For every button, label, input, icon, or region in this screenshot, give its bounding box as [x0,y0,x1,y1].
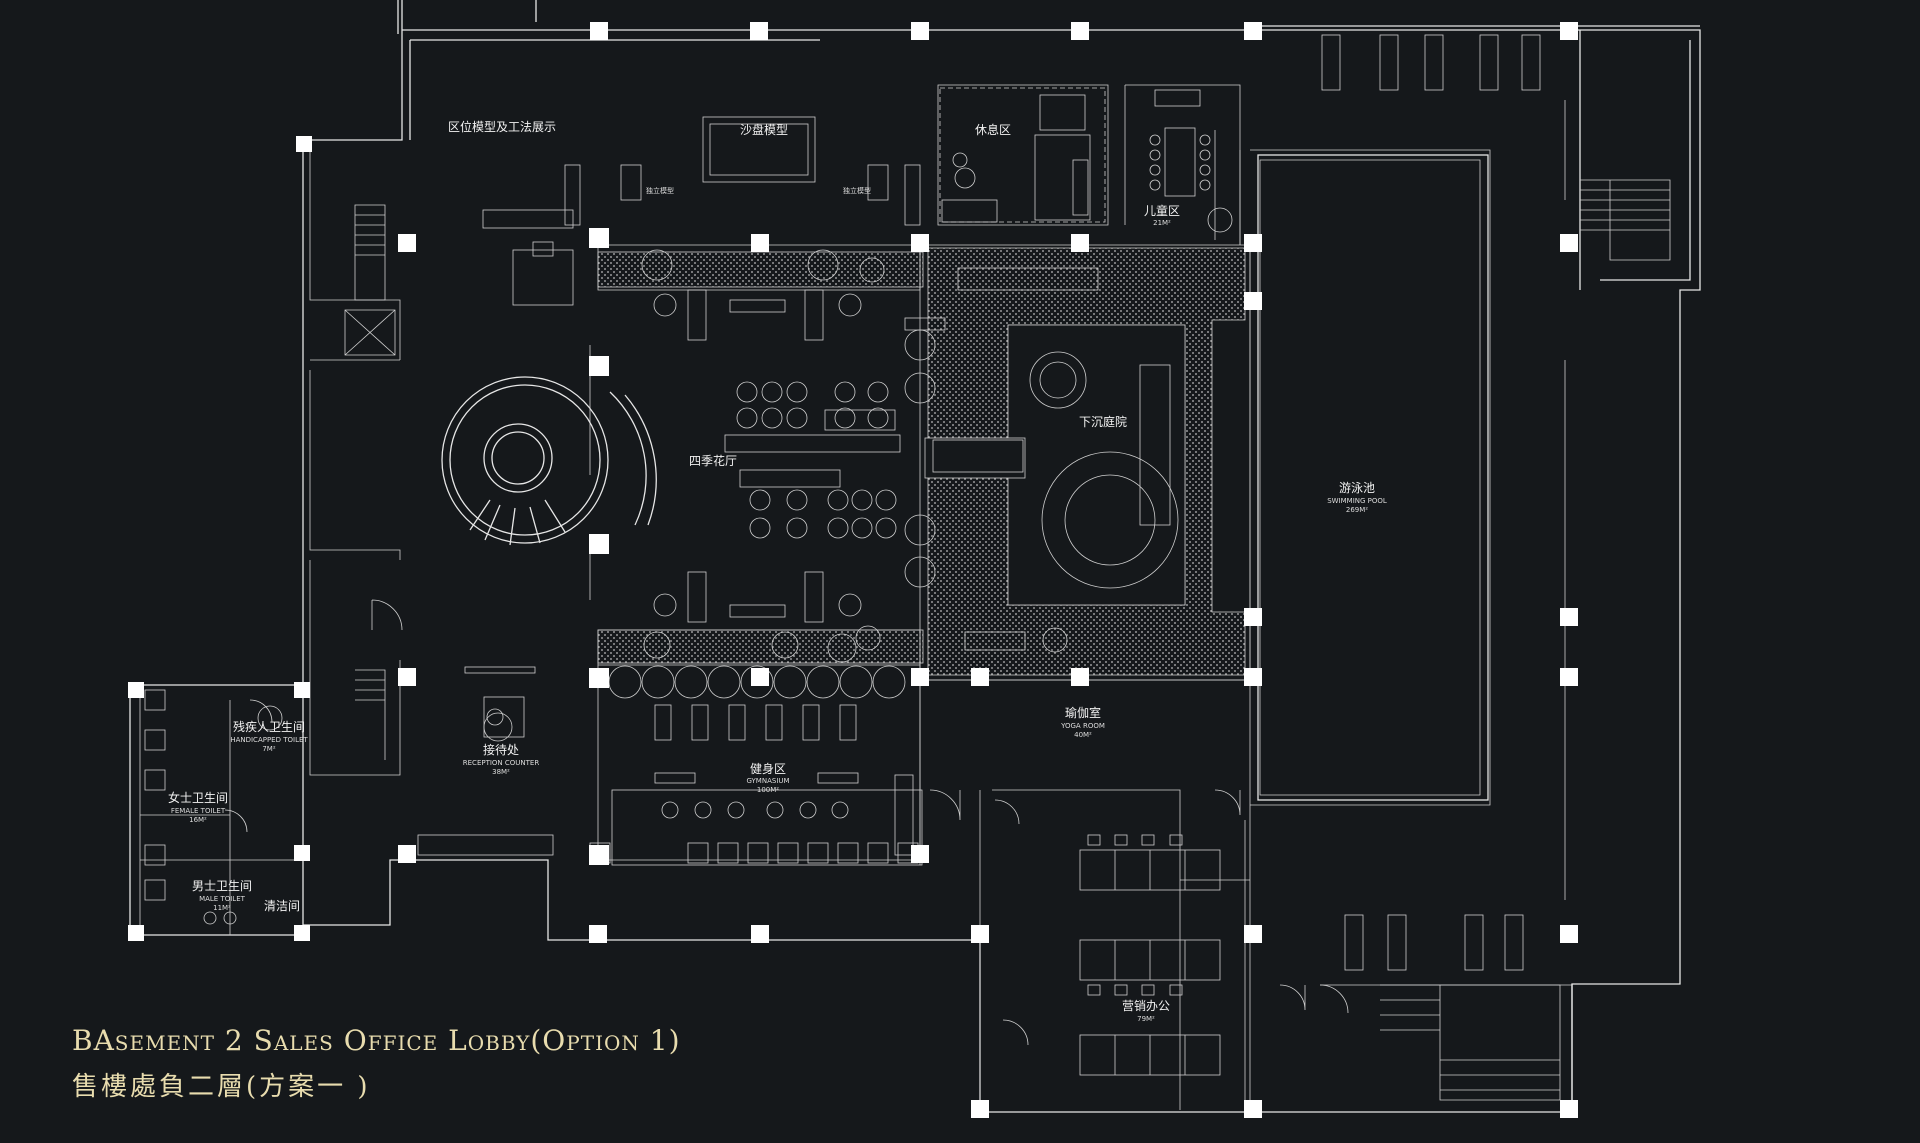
column [296,136,312,152]
area-reception: 38M² [492,768,510,776]
column [1071,234,1089,252]
label-female-toilet: 女士卫生间 [168,790,228,805]
label-male-toilet-en: MALE TOILET [199,895,246,903]
area-female-toilet: 16M² [189,816,207,824]
column [398,845,416,863]
area-accessible-toilet: 7M² [262,745,275,753]
column [1560,608,1578,626]
spiral-stair [441,376,657,546]
column [128,925,144,941]
label-sand-table: 沙盘模型 [740,122,788,137]
column [1560,668,1578,686]
column [589,925,607,943]
trees [483,249,1179,742]
label-accessible-toilet-en: HANDICAPPED TOILET [230,736,308,744]
column [750,22,768,40]
column [589,668,609,688]
label-sales-office: 营销办公 [1122,998,1170,1013]
title-english: BAsement 2 Sales Office Lobby(Option 1) [72,1024,681,1057]
column [398,668,416,686]
furniture [144,34,1541,1076]
label-sunken-courtyard: 下沉庭院 [1079,414,1127,429]
column [1071,668,1089,686]
column [1560,1100,1578,1118]
column [1244,234,1262,252]
column [1560,925,1578,943]
structural-columns [128,22,1578,1118]
column [1244,925,1262,943]
area-kids-area: 21M² [1153,219,1171,227]
column [590,22,608,40]
column [911,668,929,686]
column [589,356,609,376]
label-accessible-toilet: 残疾人卫生间 [233,719,305,734]
column [751,925,769,943]
label-swimming-pool-en: SWIMMING POOL [1327,497,1387,505]
label-model-display: 区位模型及工法展示 [448,119,556,134]
column [1560,234,1578,252]
column [294,925,310,941]
label-gym-en: GYMNASIUM [746,777,789,785]
swimming-pool [1257,154,1489,801]
label-rest-area: 休息区 [975,122,1011,137]
doors [224,599,1349,1046]
column [1244,668,1262,686]
area-sales-office: 79M² [1137,1015,1155,1023]
label-swimming-pool: 游泳池 [1339,481,1375,495]
column [1244,608,1262,626]
column-row-top [590,22,1578,40]
label-reception-en: RECEPTION COUNTER [463,759,540,767]
column [1071,22,1089,40]
label-four-season-hall: 四季花厅 [689,453,737,468]
column [1244,22,1262,40]
label-yoga-room: 瑜伽室 [1065,705,1101,720]
column [589,534,609,554]
column [1560,22,1578,40]
column [1244,292,1262,310]
label-female-toilet-en: FEMALE TOILET [171,807,226,815]
column [398,234,416,252]
title-chinese: 售樓處負二層(方案一 ) [72,1072,371,1102]
column [1244,1100,1262,1118]
column [971,925,989,943]
area-male-toilet: 11M² [213,904,231,912]
room-labels: 区位模型及工法展示 沙盘模型 独立模型 独立模型 休息区 儿童区 21M² 四季… [168,119,1387,1023]
area-swimming-pool: 269M² [1346,506,1368,514]
column [911,845,929,863]
column [128,682,144,698]
column [971,1100,989,1118]
column [751,234,769,252]
label-stand-model-left: 独立模型 [646,186,674,195]
label-gym: 健身区 [750,761,786,776]
column [589,228,609,248]
hatch-areas [597,247,1246,676]
column [971,668,989,686]
column [751,668,769,686]
label-kids-area: 儿童区 [1144,203,1180,218]
label-stand-model-right: 独立模型 [843,186,871,195]
label-yoga-room-en: YOGA ROOM [1060,722,1105,730]
label-male-toilet: 男士卫生间 [192,879,252,893]
column [911,234,929,252]
outer-walls [129,0,1701,1113]
label-reception: 接待处 [483,742,519,757]
area-yoga-room: 40M² [1074,731,1092,739]
column [294,682,310,698]
area-gym: 100M² [757,786,779,794]
label-cleaning-room: 清洁间 [264,899,300,913]
column [589,845,609,865]
column [294,845,310,861]
column [911,22,929,40]
interior-walls [139,84,1572,1112]
